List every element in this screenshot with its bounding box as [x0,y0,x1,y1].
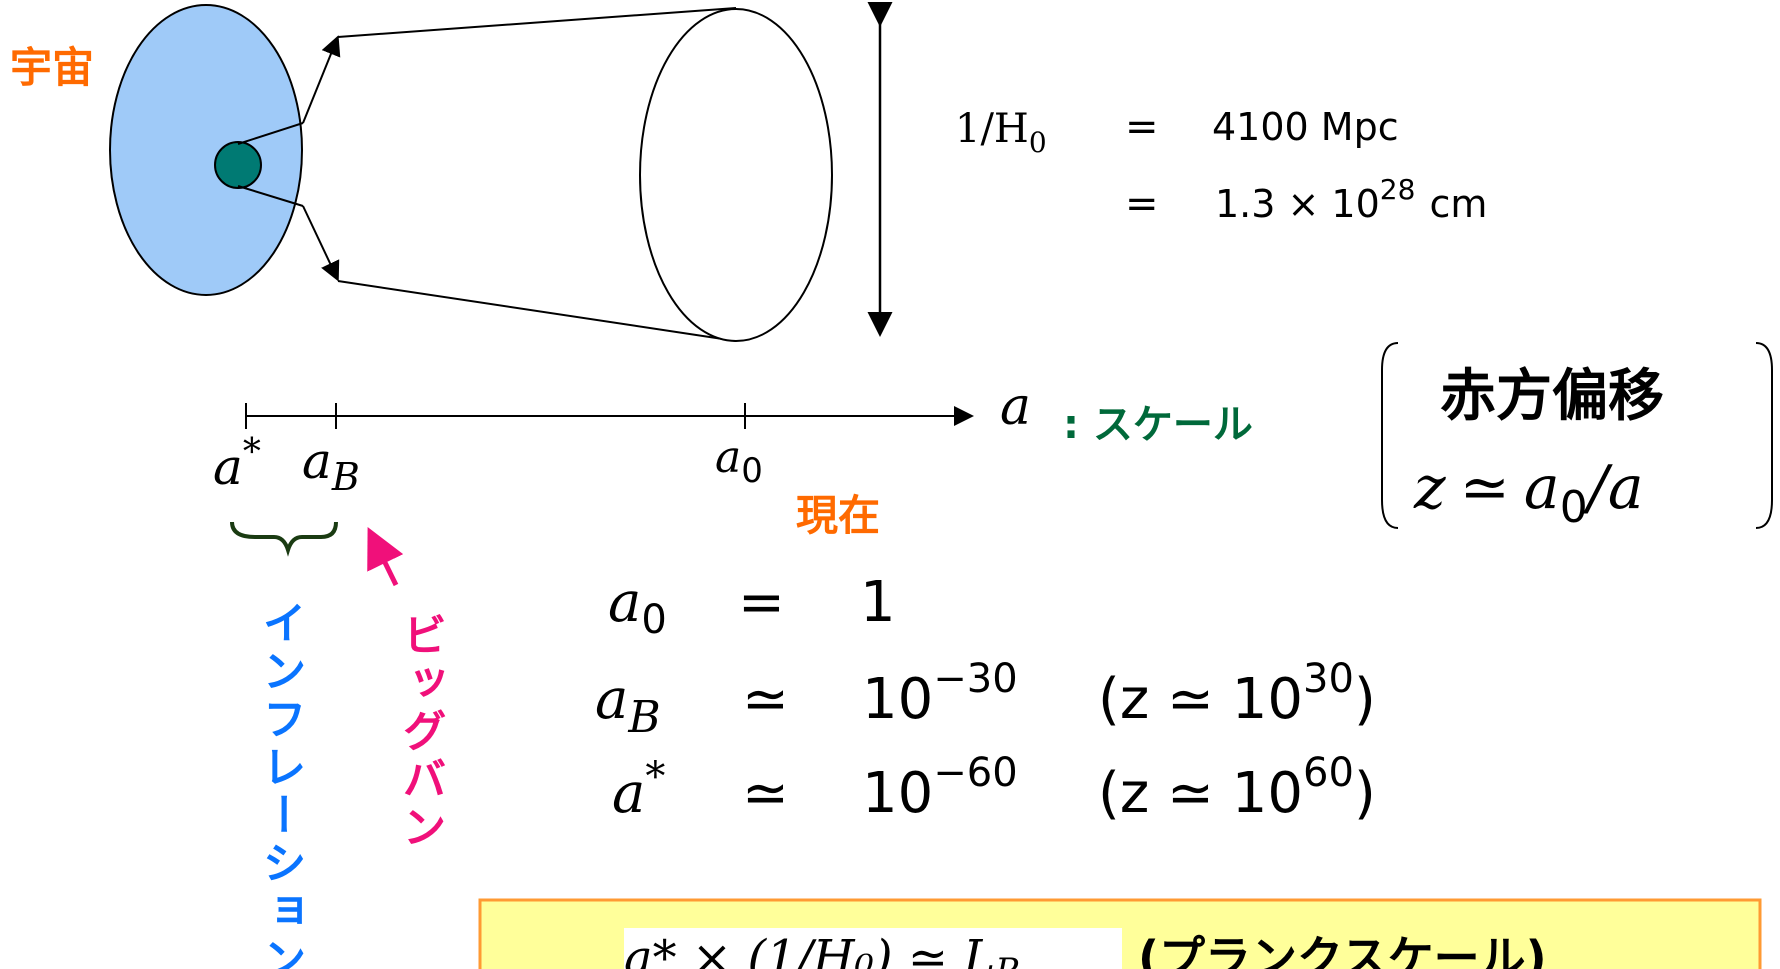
tick-aB-label: a [302,432,332,490]
hubble-eq1: = [1125,104,1159,150]
eq3-rel: ≃ [742,761,789,826]
eq3-paren-exp: 60 [1303,750,1354,796]
tick-astar-sup: * [243,432,261,473]
eq2-paren-close: ) [1354,667,1376,732]
eq3-lhs: a [612,761,645,826]
eq1-rel: = [738,570,785,635]
svg-text:a* × (1/H₀) ≃ LP: a* × (1/H₀) ≃ LP [624,930,1019,969]
eq1-lhs-sub: 0 [641,597,666,643]
redshift-approx: ≃ [1460,453,1510,523]
planck-formula-sub: P [994,951,1019,969]
big-bang-label: ビッグバン [395,612,446,852]
cone-line-bottom [237,185,304,207]
eq2-lhs-sub: B [627,692,660,743]
expansion-arrow-top [302,35,341,124]
svg-text:a*: a* [213,432,261,496]
scale-label: : スケール [1063,402,1253,448]
svg-text:a*: a* [612,754,665,826]
eq3-paren: (z ≃ 10 [1098,761,1303,826]
eq2-lhs: a [595,667,628,732]
planck-formula-highlight [624,928,1122,969]
hubble-eq2: = [1125,181,1159,227]
planck-formula: a* × (1/H₀) ≃ L [624,930,995,969]
eq2-paren: (z ≃ 10 [1098,667,1303,732]
svg-text:a0: a0 [608,570,667,643]
hubble-value2-unit: cm [1429,182,1487,226]
redshift-slash: /a [1583,453,1644,523]
tick-a0-label: a [715,432,741,483]
tick-aB-sub: B [331,455,360,499]
eq2-paren-exp: 30 [1303,656,1354,702]
eq2-rhs-exp: −30 [933,656,1017,702]
eq3-rhs: 10 [862,761,933,826]
eq1-rhs: 1 [860,570,896,635]
cone-line-top [237,122,304,145]
svg-text:aB: aB [302,432,360,499]
svg-text:aB: aB [595,667,661,743]
redshift-bracket-left [1381,342,1399,529]
hubble-lhs-sub: 0 [1029,126,1047,159]
big-bang-arrow [367,527,404,587]
scale-equations: a0 = 1 aB ≃ 10−30 (z ≃ 1030) a* ≃ 10−60 … [595,570,1376,826]
inflation-label: インフレーション [255,600,306,969]
universe-ellipse [109,4,303,296]
cylinder-end-ellipse [639,8,833,342]
cylinder-bottom-edge [337,280,737,342]
svg-text:z≃a0/a: z≃a0/a [1413,453,1644,533]
eq2-rel: ≃ [742,667,789,732]
svg-text:10−30: 10−30 [862,656,1018,732]
cylinder-top-edge [337,7,737,38]
expansion-arrow-bottom [302,205,340,282]
tick-astar-label: a [213,438,243,496]
universe-label: 宇宙 [10,43,94,92]
redshift-a: a [1524,453,1560,523]
planck-label: (プランクスケール) [1138,931,1547,969]
svg-text:(z ≃ 1030): (z ≃ 1030) [1098,656,1376,732]
hubble-value1: 4100 Mpc [1212,105,1399,149]
tick-a0-sub: 0 [741,451,763,491]
redshift-title: 赤方偏移 [1440,364,1664,429]
redshift-z: z [1413,453,1446,523]
eq3-rhs-exp: −60 [933,750,1017,796]
hubble-equations: 1/H0 = 4100 Mpc = 1.3 × 1028 cm [955,104,1487,227]
svg-text:1/H0: 1/H0 [955,106,1047,159]
eq2-rhs: 10 [862,667,933,732]
hubble-value2-mantissa: 1.3 × 10 [1215,182,1380,226]
eq3-paren-close: ) [1354,761,1376,826]
svg-text:(z ≃ 1060): (z ≃ 1060) [1098,750,1376,826]
hubble-value2-exp: 28 [1380,173,1416,206]
core-circle [214,141,262,189]
inflation-brace [230,521,338,557]
svg-text:10−60: 10−60 [862,750,1018,826]
redshift-bracket-right [1755,342,1773,529]
redshift-sub: 0 [1560,482,1588,533]
eq3-lhs-sup: * [645,754,665,800]
hubble-lhs: 1/H [955,106,1029,152]
axis-var: a [1000,377,1031,437]
eq1-lhs: a [608,570,641,635]
svg-text:a0: a0 [715,432,763,491]
present-label: 現在 [796,491,880,540]
